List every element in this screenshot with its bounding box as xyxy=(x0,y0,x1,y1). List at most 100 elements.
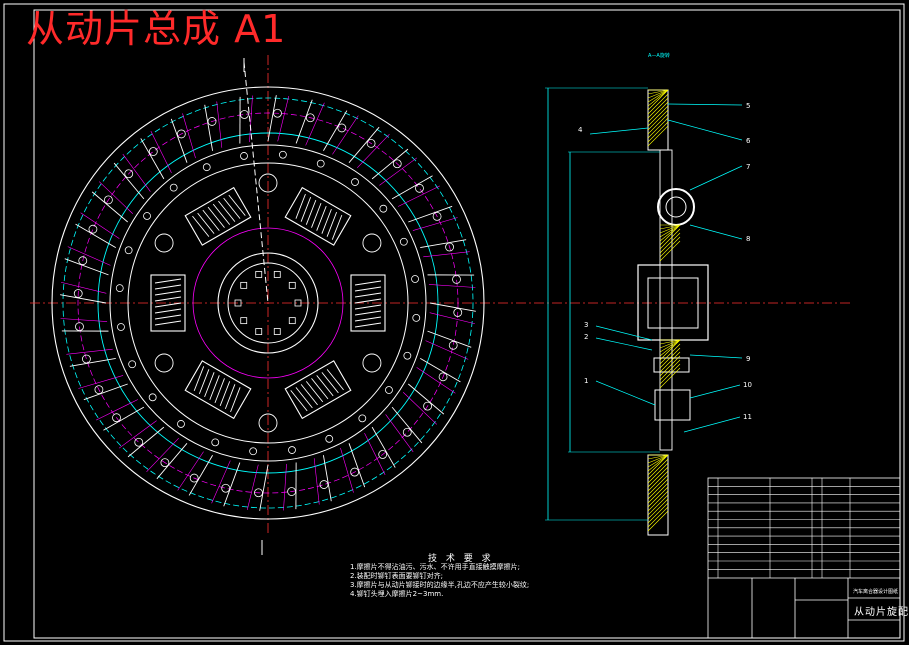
damper-springs xyxy=(150,186,386,420)
hatch-line xyxy=(647,454,669,472)
hatch-line xyxy=(647,97,669,119)
slot-line xyxy=(127,426,165,458)
slot-construction-line xyxy=(379,157,418,186)
slot-construction-line xyxy=(249,95,253,143)
rivet-hole xyxy=(221,483,231,493)
outer-pitch-circle xyxy=(62,97,474,509)
plate-hole xyxy=(258,413,278,433)
section-marks xyxy=(243,58,269,555)
title-block xyxy=(707,477,901,639)
hatch-line xyxy=(647,482,669,504)
plate-rivet xyxy=(128,360,137,369)
leader-line xyxy=(595,337,653,351)
spring-coil xyxy=(214,378,225,404)
rivet-hole xyxy=(104,195,113,205)
slot-construction-line xyxy=(98,181,134,214)
slot-line xyxy=(420,358,461,383)
slot-line xyxy=(322,455,332,502)
spline-tooth xyxy=(294,299,302,307)
outer-friction-edge xyxy=(51,86,485,520)
rivet-hole xyxy=(337,123,347,133)
plate-rivet xyxy=(148,393,157,402)
hatch-line xyxy=(647,89,669,107)
rivet-hole xyxy=(112,413,121,423)
spring-window-outline xyxy=(184,360,252,420)
spring-coil xyxy=(311,378,329,400)
spring-window-outline xyxy=(150,274,186,332)
hatch-line xyxy=(659,232,681,254)
slot-line xyxy=(170,118,188,163)
slot-construction-line xyxy=(122,153,151,192)
part-label-1: 1 xyxy=(584,377,589,385)
spring-coil xyxy=(207,206,225,228)
hatch-line xyxy=(647,105,669,127)
slot-construction-line xyxy=(118,420,157,449)
spring-coil xyxy=(212,203,231,225)
leader-line xyxy=(667,119,743,141)
hatch-line xyxy=(647,490,669,512)
plate-rivet xyxy=(288,446,296,454)
slot-line xyxy=(371,148,409,180)
damper-spring xyxy=(184,360,252,420)
spring-coil xyxy=(193,366,205,392)
hatch-line xyxy=(659,339,681,357)
slot-construction-line xyxy=(246,464,259,511)
spring-coil xyxy=(354,292,382,298)
slot-construction-line xyxy=(283,463,287,511)
spring-window-outline xyxy=(350,274,386,332)
title-block-drawing-name: 从动片旋配 xyxy=(854,607,909,618)
slot-line xyxy=(113,162,145,200)
tech-item-4: 4.铆钉头埋入摩擦片2~3mm. xyxy=(350,590,444,598)
hatch-line xyxy=(659,224,681,242)
hatch-line xyxy=(659,351,681,373)
slot-construction-line xyxy=(277,95,290,142)
spline-tooth xyxy=(255,271,263,278)
slot-line xyxy=(391,406,423,444)
plate-rivet xyxy=(412,313,421,322)
spring-coil xyxy=(300,196,312,222)
hatch-line xyxy=(659,355,681,377)
part-label-11: 11 xyxy=(743,413,752,421)
part-label-3: 3 xyxy=(584,321,589,329)
rivet-hole xyxy=(445,242,454,252)
spring-coil xyxy=(224,384,236,410)
spline-tooth xyxy=(273,328,281,335)
friction-lining-bottom xyxy=(647,454,669,536)
rivet-hole xyxy=(366,139,376,148)
hatch-line xyxy=(647,89,669,95)
rivet-hole xyxy=(432,211,442,221)
spring-coil xyxy=(321,372,339,394)
radial-slots xyxy=(60,95,476,511)
leader-line xyxy=(689,384,741,399)
rivet-hole xyxy=(392,159,402,169)
hatch-line xyxy=(647,494,669,516)
plate-rivet xyxy=(169,183,178,192)
plate-rivet xyxy=(177,420,185,428)
rivet-hole xyxy=(452,274,461,284)
slot-construction-line xyxy=(67,246,111,266)
plate-section xyxy=(659,149,673,451)
rivet-hole xyxy=(438,372,448,382)
leader-line xyxy=(683,416,741,433)
slot-construction-line xyxy=(340,447,354,493)
slot-construction-line xyxy=(305,102,325,146)
drawing-title: 从动片总成 A1 xyxy=(26,7,287,51)
hatch-line xyxy=(647,462,669,484)
slot-construction-line xyxy=(95,399,139,421)
rivet-hole xyxy=(148,147,158,156)
spring-coil xyxy=(154,308,182,314)
slot-line xyxy=(156,443,188,480)
spring-coil xyxy=(204,372,215,398)
damper-spring xyxy=(184,186,252,246)
slot-construction-line xyxy=(78,375,124,389)
hatch-line xyxy=(659,224,681,246)
spring-coil xyxy=(354,280,382,286)
plate-rivet xyxy=(124,246,133,255)
spring-coil xyxy=(202,209,220,231)
hatch-line xyxy=(647,93,669,115)
rivet-hole xyxy=(273,108,282,118)
leader-line xyxy=(595,380,656,406)
hatch-line xyxy=(659,339,681,361)
rivet-hole xyxy=(82,354,91,364)
title-block-rows xyxy=(708,478,900,578)
